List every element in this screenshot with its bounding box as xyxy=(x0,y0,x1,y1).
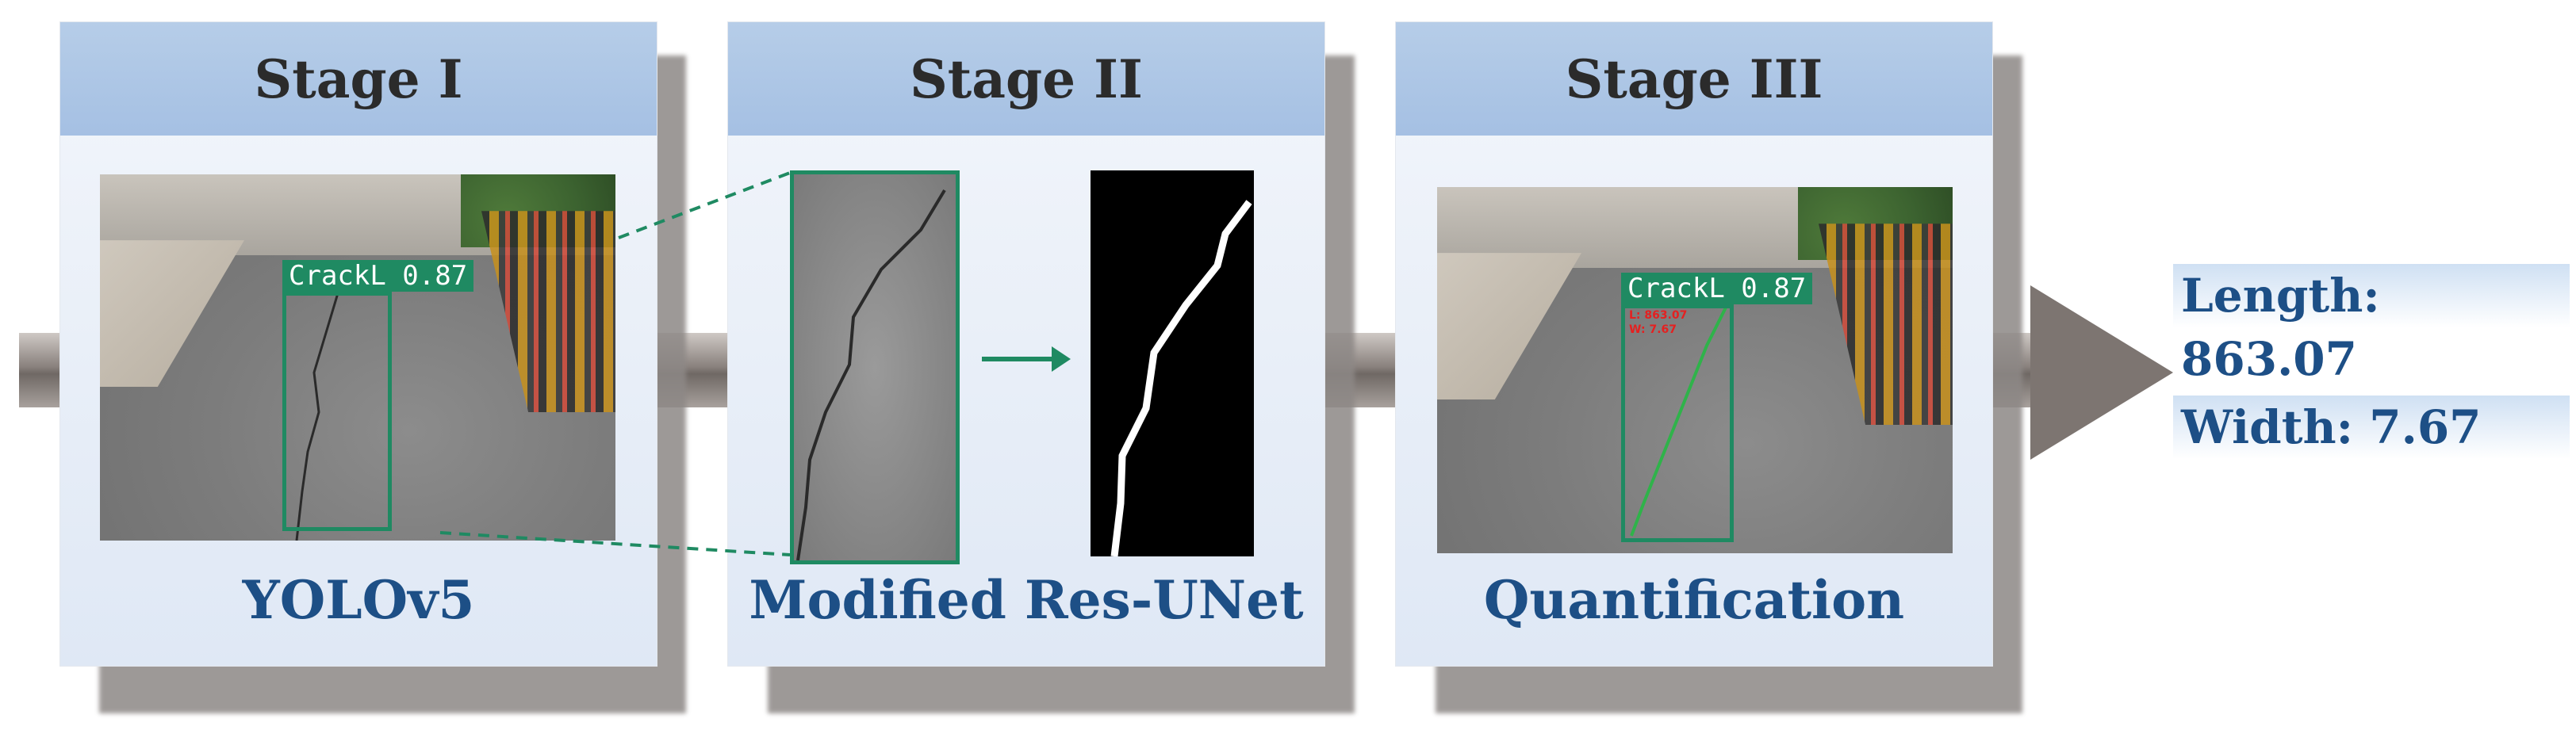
segmentation-mask xyxy=(1091,170,1254,557)
crack-crop-line xyxy=(796,189,946,560)
stage-1-detection-box xyxy=(282,292,392,531)
stage-3-detection-box xyxy=(1621,304,1734,542)
overlay-width: W: 7.67 xyxy=(1629,323,1677,336)
stage-1-photo: CrackL 0.87 xyxy=(100,174,615,541)
result-length: Length: 863.07 xyxy=(2173,264,2570,386)
flow-arrow-head xyxy=(2030,285,2173,460)
overlay-length: L: 863.07 xyxy=(1629,309,1688,322)
stage-1-header: Stage I xyxy=(60,22,657,136)
mask-crack-line xyxy=(1110,200,1252,557)
stage-3-method: Quantification xyxy=(1483,569,1905,631)
crack-line-3 xyxy=(1630,305,1728,537)
stage-3-panel: Stage III CrackL 0.87 L: 863.07 W: 7.67 … xyxy=(1396,22,1992,666)
stage-3-header: Stage III xyxy=(1396,22,1992,136)
result-width: Width: 7.67 xyxy=(2173,396,2570,459)
stage-3-detection-label: CrackL 0.87 xyxy=(1621,273,1813,304)
crack-line-1 xyxy=(295,292,339,541)
stage-3-photo: CrackL 0.87 L: 863.07 W: 7.67 xyxy=(1437,187,1953,553)
stage-1-detection-label: CrackL 0.87 xyxy=(282,260,474,292)
stage-1-panel: Stage I CrackL 0.87 YOLOv5 xyxy=(60,22,657,666)
crack-crop-image xyxy=(790,170,960,564)
segmentation-arrow xyxy=(982,357,1055,361)
segmentation-arrow-head xyxy=(1052,346,1071,372)
stage-3-title: Stage III xyxy=(1565,48,1823,110)
stage-2-method: Modified Res-UNet xyxy=(749,569,1304,631)
stage-2-header: Stage II xyxy=(728,22,1324,136)
stage-1-title: Stage I xyxy=(254,48,463,110)
stage-1-method: YOLOv5 xyxy=(242,569,475,631)
stage-2-title: Stage II xyxy=(910,48,1143,110)
